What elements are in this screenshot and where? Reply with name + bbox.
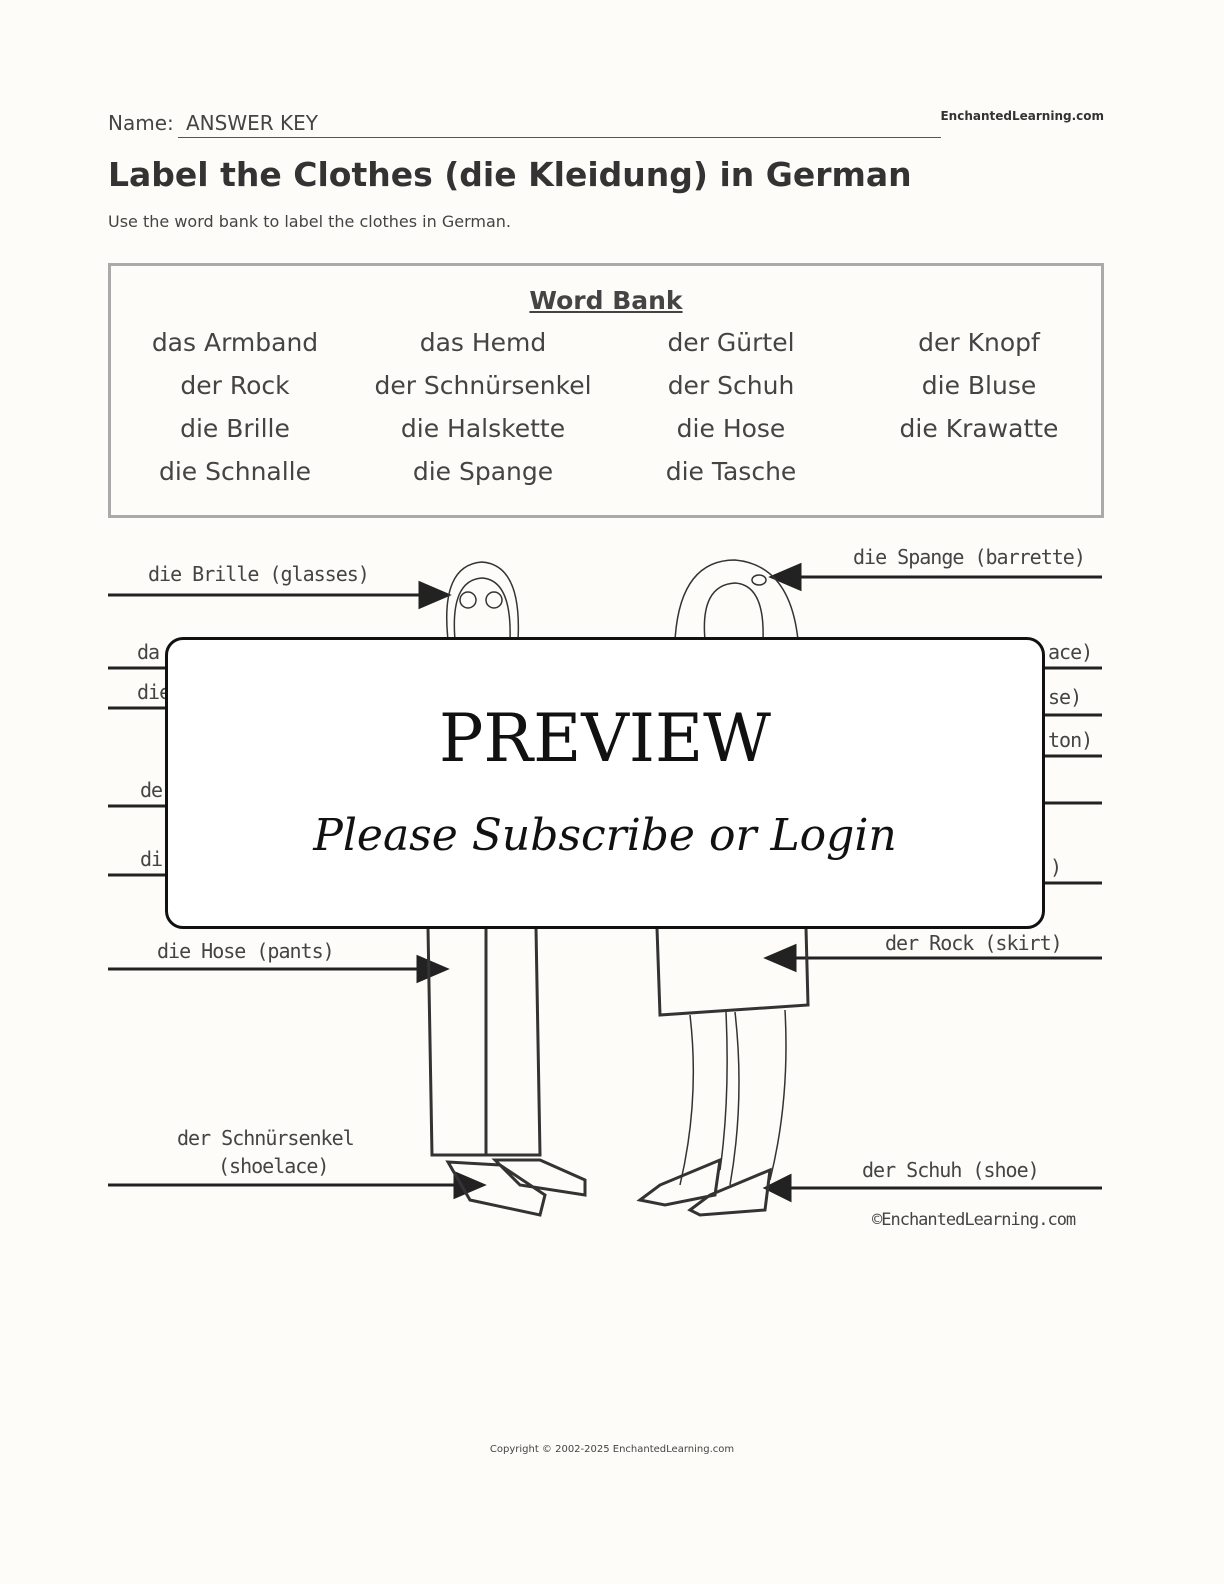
- label-partial: de: [140, 778, 163, 802]
- label-partial: ace): [1048, 640, 1093, 664]
- word-bank-item: der Schuh: [667, 371, 795, 400]
- label-partial: se): [1048, 685, 1082, 709]
- word-bank-item: die Schnalle: [158, 457, 312, 486]
- word-bank-item: der Rock: [180, 371, 290, 400]
- word-bank-item: die Tasche: [665, 457, 797, 486]
- preview-title: PREVIEW: [438, 700, 772, 777]
- word-bank-item: die Bluse: [921, 371, 1037, 400]
- preview-overlay[interactable]: PREVIEW Please Subscribe or Login: [165, 637, 1045, 929]
- label-barrette: die Spange (barrette): [853, 545, 1086, 569]
- word-bank-item: das Armband: [151, 328, 319, 357]
- subscribe-login-prompt[interactable]: Please Subscribe or Login: [313, 810, 897, 861]
- label-pants: die Hose (pants): [157, 939, 335, 963]
- woman-figure: [636, 559, 810, 1217]
- word-bank-item: die Hose: [676, 414, 786, 443]
- word-bank-item: die Halskette: [400, 414, 566, 443]
- label-shoe: der Schuh (shoe): [862, 1158, 1040, 1182]
- word-bank-item: der Gürtel: [667, 328, 795, 357]
- label-partial: da: [137, 640, 160, 664]
- arrow-icon: [762, 1173, 792, 1203]
- word-bank-grid: das Armband das Hemd der Gürtel der Knopf de…: [111, 328, 1101, 492]
- word-bank-item: der Knopf: [918, 328, 1040, 357]
- name-label: Name:: [108, 111, 174, 135]
- word-bank-item: das Hemd: [419, 328, 547, 357]
- arrow-icon: [416, 954, 450, 984]
- arrow-icon: [453, 1170, 487, 1200]
- word-bank-item: die Brille: [180, 414, 290, 443]
- label-partial: ): [1050, 855, 1062, 879]
- word-bank-item: die Spange: [412, 457, 554, 486]
- label-partial: ton): [1048, 728, 1093, 752]
- site-logo[interactable]: EnchantedLearning.com: [940, 109, 1104, 123]
- label-shoelace-en: (shoelace): [218, 1154, 329, 1178]
- label-shoelace: der Schnürsenkel: [177, 1126, 355, 1150]
- arrow-icon: [768, 562, 802, 592]
- word-bank-item: die Krawatte: [899, 414, 1059, 443]
- label-partial: di: [140, 847, 163, 871]
- label-glasses: die Brille (glasses): [148, 562, 370, 586]
- word-bank-item: der Schnürsenkel: [374, 371, 592, 400]
- man-figure: [426, 561, 587, 1217]
- copyright-footer: Copyright © 2002-2025 EnchantedLearning.…: [489, 1444, 735, 1455]
- name-line: [178, 137, 941, 138]
- page-title: Label the Clothes (die Kleidung) in Germ…: [108, 155, 912, 194]
- image-credit: ©EnchantedLearning.com: [872, 1210, 1076, 1230]
- word-bank-title: Word Bank: [529, 286, 683, 315]
- name-value: ANSWER KEY: [186, 111, 318, 135]
- instructions: Use the word bank to label the clothes i…: [108, 212, 511, 231]
- label-skirt: der Rock (skirt): [885, 931, 1063, 955]
- arrow-icon: [418, 580, 452, 610]
- arrow-icon: [763, 943, 797, 973]
